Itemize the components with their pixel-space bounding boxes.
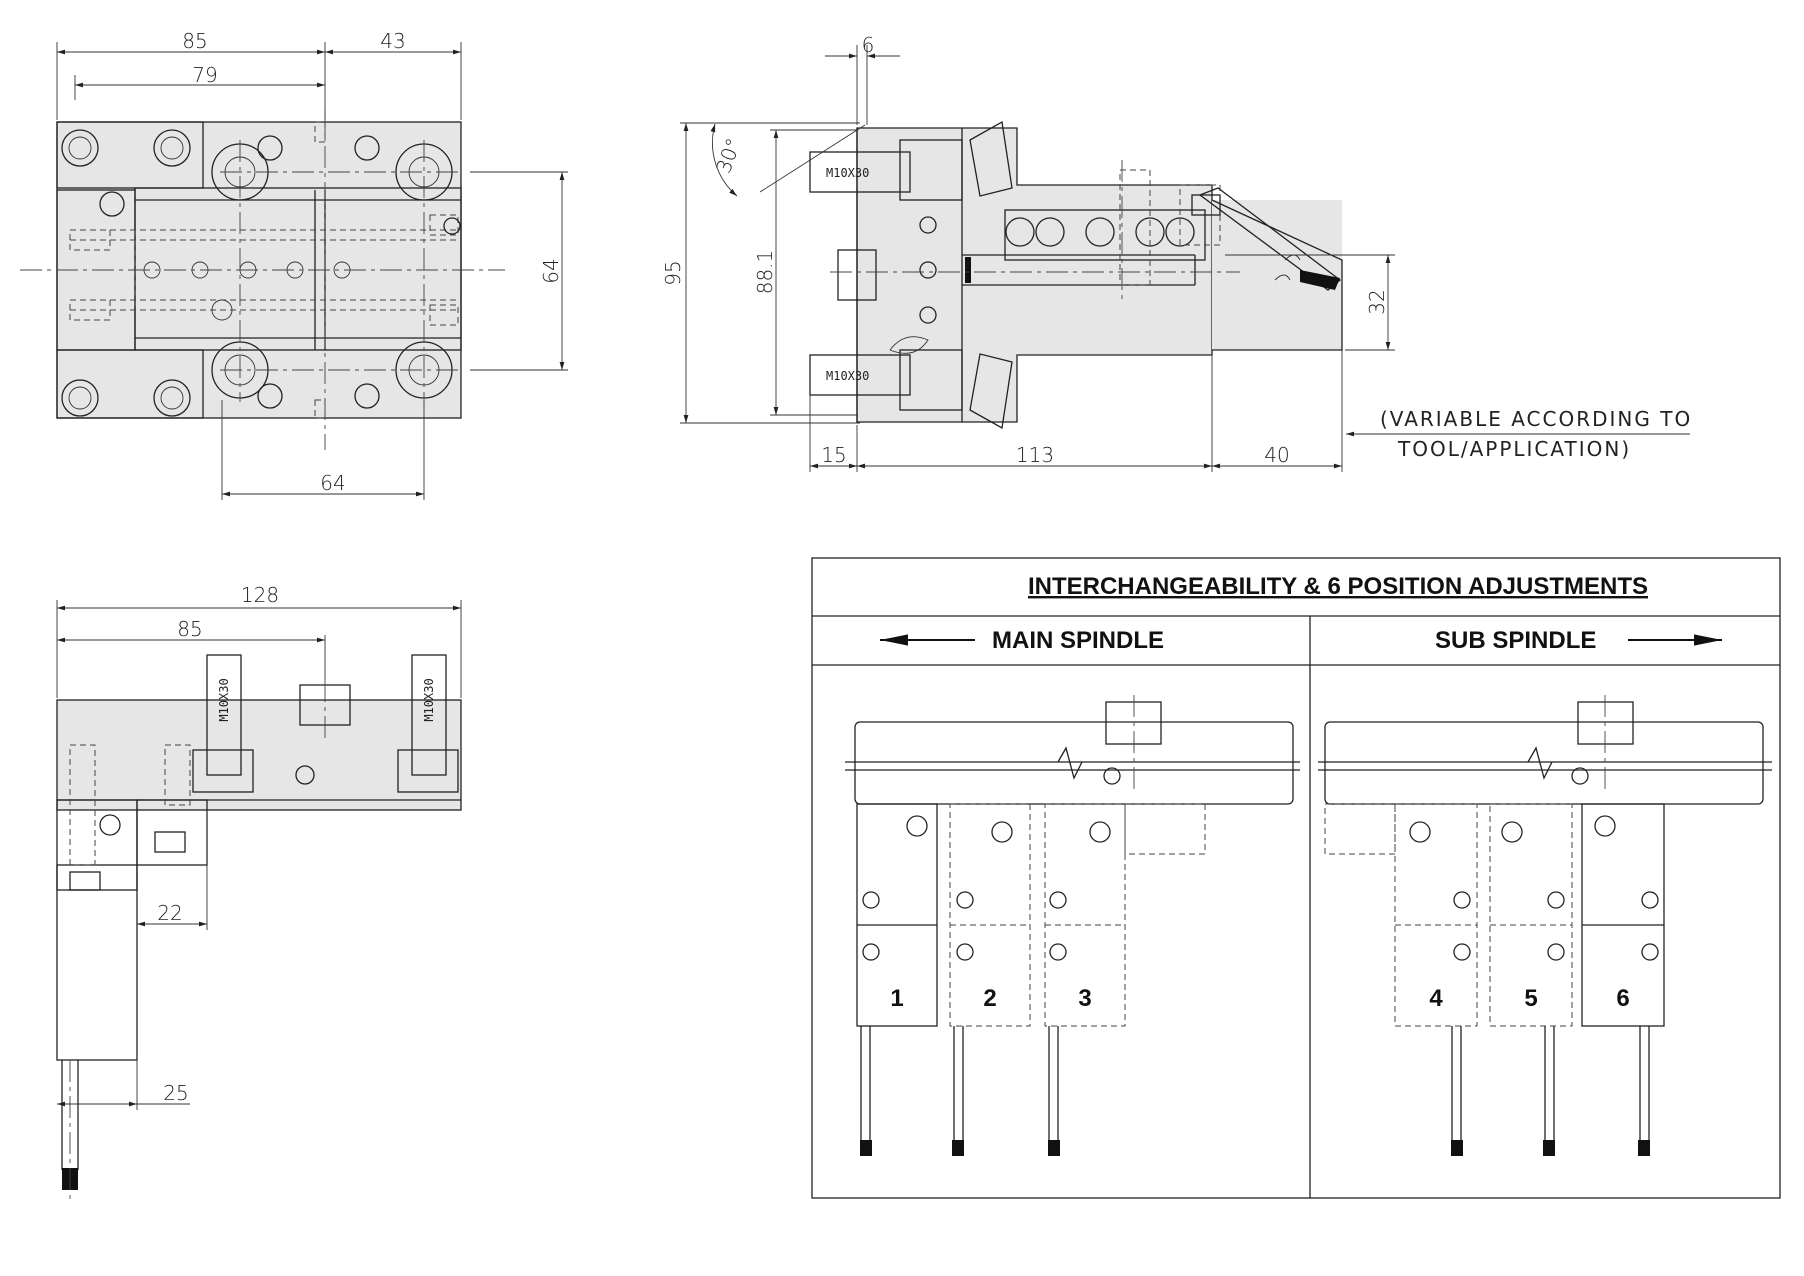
position-5: 5: [1524, 985, 1537, 1012]
bolt-label-m10x30-top: M10X30: [826, 166, 869, 180]
dim-113: 113: [1016, 443, 1054, 467]
dim-128: 128: [241, 583, 279, 607]
dim-25: 25: [163, 1081, 188, 1105]
position-3: 3: [1078, 985, 1091, 1012]
dim-22: 22: [157, 901, 182, 925]
interchangeability-panel: INTERCHANGEABILITY & 6 POSITION ADJUSTME…: [811, 557, 1781, 1199]
side-view: M10X30 M10X30 95 88.1 6 30° 32 15 113: [661, 33, 1692, 472]
position-2: 2: [983, 985, 996, 1012]
panel-title: INTERCHANGEABILITY & 6 POSITION ADJUSTME…: [1028, 573, 1648, 600]
dim-32: 32: [1365, 289, 1389, 314]
bolt-label-m10x30-bottom: M10X30: [826, 369, 869, 383]
dim-43: 43: [380, 29, 405, 53]
dim-85: 85: [182, 29, 207, 53]
position-6: 6: [1616, 985, 1629, 1012]
dim-79: 79: [192, 63, 217, 87]
dim-15: 15: [821, 443, 846, 467]
main-spindle-label: MAIN SPINDLE: [992, 627, 1164, 654]
bolt-label-m10x30-right: M10X30: [422, 678, 436, 721]
top-view: 85 43 79 64 64: [20, 29, 568, 500]
dim-95: 95: [661, 260, 685, 285]
bolt-label-m10x30-left: M10X30: [217, 678, 231, 721]
dim-85-front: 85: [177, 617, 202, 641]
dim-40: 40: [1264, 443, 1289, 467]
dim-64-horizontal: 64: [320, 471, 345, 495]
sub-spindle-label: SUB SPINDLE: [1435, 627, 1596, 654]
dim-64-vertical: 64: [539, 258, 563, 283]
dim-88-1: 88.1: [753, 250, 777, 295]
position-4: 4: [1429, 985, 1443, 1012]
note-variable-line2: TOOL/APPLICATION): [1397, 437, 1631, 461]
dim-6: 6: [862, 33, 875, 57]
position-1: 1: [890, 985, 903, 1012]
front-view: M10X30 M10X30 128 85 22 25: [56, 583, 462, 1200]
note-variable-line1: (VARIABLE ACCORDING TO: [1380, 407, 1692, 431]
dim-30-degrees: 30°: [711, 135, 746, 177]
